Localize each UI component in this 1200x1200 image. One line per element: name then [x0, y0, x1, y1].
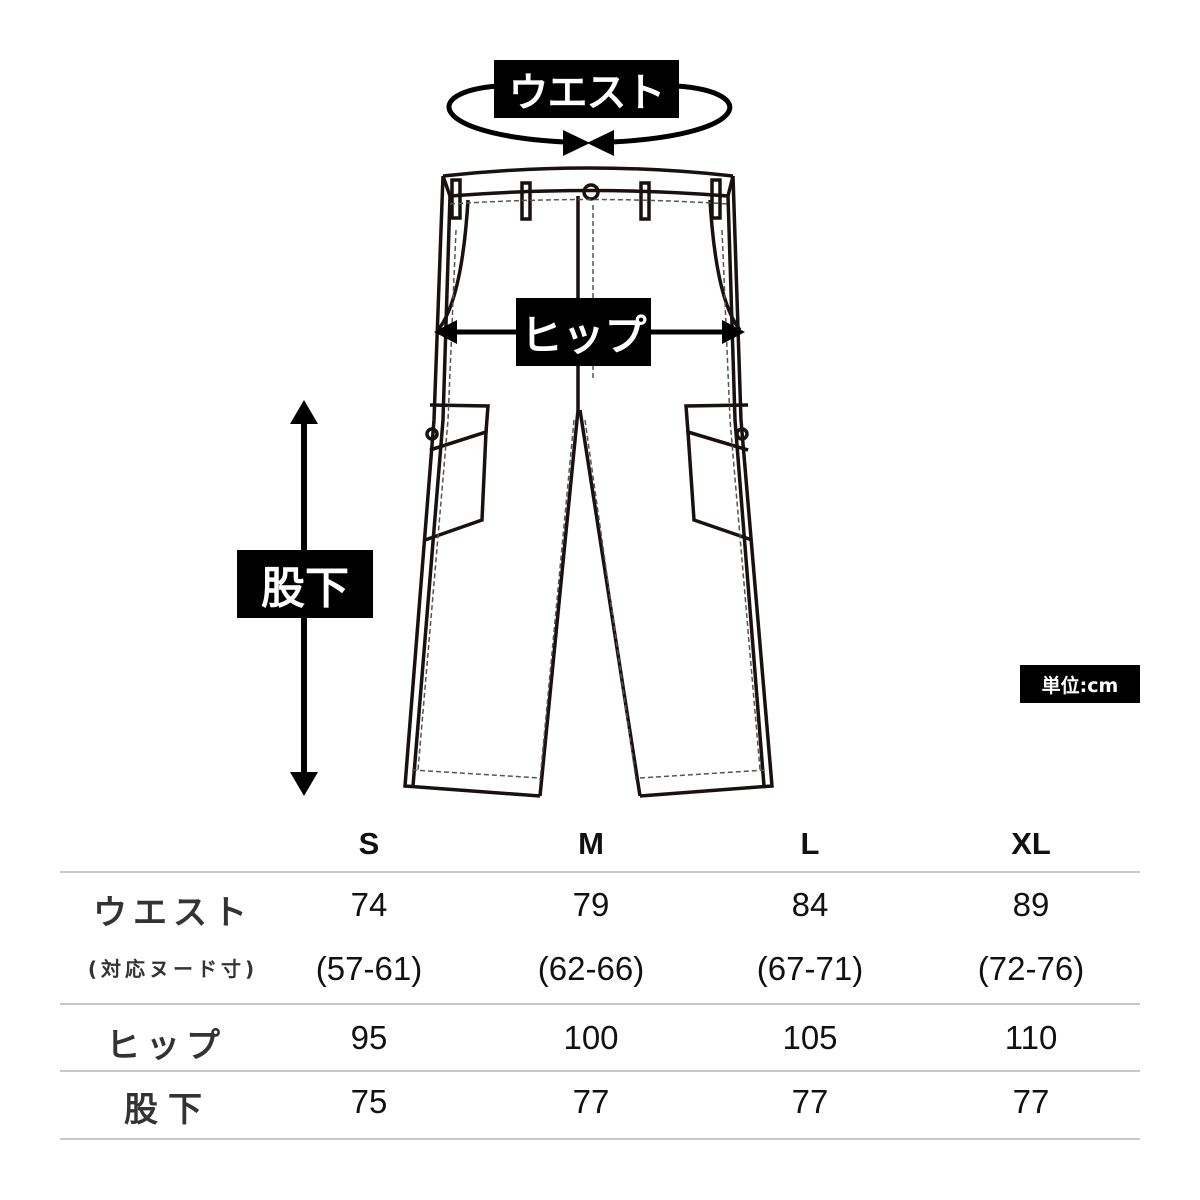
table-cell: (67-71)	[756, 950, 864, 987]
waist-ellipse-arrows-icon	[446, 83, 733, 156]
column-header-l: L	[800, 826, 820, 861]
column-header-s: S	[358, 826, 380, 861]
table-cell: 77	[572, 1083, 610, 1120]
row-label-inseam: 股下	[124, 1090, 212, 1130]
table-rule	[60, 871, 1140, 873]
column-header-xl: XL	[1011, 826, 1051, 861]
table-cell: 110	[1004, 1019, 1058, 1056]
table-rule	[60, 1138, 1140, 1140]
table-cell: 84	[791, 886, 829, 923]
unit-label: 単位:cm	[1020, 665, 1140, 703]
table-cell: (57-61)	[315, 950, 423, 987]
row-label-waist: ウエスト	[93, 893, 253, 933]
table-cell: 77	[1012, 1083, 1050, 1120]
hip-label: ヒップ	[516, 298, 651, 366]
table-cell: 95	[350, 1019, 388, 1056]
table-rule	[60, 1070, 1140, 1072]
table-cell: 100	[563, 1019, 619, 1056]
table-cell: 75	[350, 1083, 388, 1120]
inseam-label: 股下	[237, 550, 373, 618]
column-header-m: M	[578, 826, 604, 861]
table-cell: (72-76)	[977, 950, 1085, 987]
table-cell: (62-66)	[537, 950, 645, 987]
waist-label: ウエスト	[494, 60, 679, 118]
row-label-hip: ヒップ	[106, 1026, 226, 1066]
table-cell: 79	[572, 886, 610, 923]
table-cell: 77	[791, 1083, 829, 1120]
table-cell: 105	[782, 1019, 838, 1056]
table-cell: 89	[1012, 886, 1050, 923]
row-label-nude-size: (対応ヌード寸)	[87, 957, 259, 981]
table-cell: 74	[350, 886, 388, 923]
table-rule	[60, 1003, 1140, 1005]
